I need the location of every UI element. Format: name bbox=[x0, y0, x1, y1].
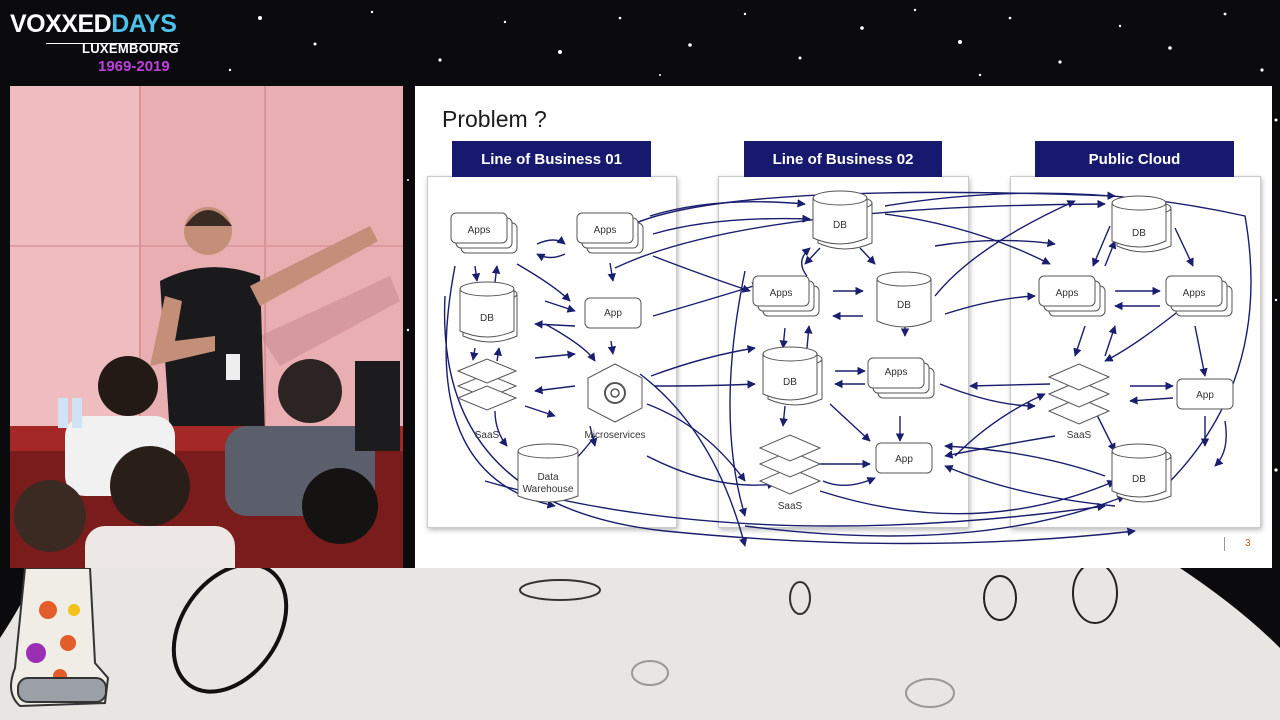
node-apps-cloud-b-label: Apps bbox=[1183, 288, 1206, 299]
node-db-lob02-a bbox=[812, 190, 873, 250]
node-apps-cloud-a bbox=[1038, 275, 1106, 317]
node-apps-lob02-b-label: Apps bbox=[885, 367, 908, 378]
presentation-slide: Problem ? Line of Business 01 Line of Bu… bbox=[415, 86, 1272, 568]
node-db-lob01-label: DB bbox=[480, 313, 494, 324]
connection-arrows bbox=[443, 191, 1252, 547]
node-saas-lob02-label: SaaS bbox=[778, 501, 803, 512]
node-microservices-label: Microservices bbox=[584, 430, 645, 441]
node-db-lob02-b bbox=[876, 271, 932, 328]
logo-divider bbox=[46, 43, 180, 44]
column-header-line-of-business-01: Line of Business 01 bbox=[452, 141, 651, 177]
logo-years: 1969-2019 bbox=[98, 58, 170, 75]
node-apps-lob01-a-label: Apps bbox=[468, 225, 491, 236]
node-saas-cloud-label: SaaS bbox=[1067, 430, 1092, 441]
node-apps-cloud-a-label: Apps bbox=[1056, 288, 1079, 299]
node-db-lob01 bbox=[459, 281, 518, 343]
speaker-scene-illustration bbox=[10, 86, 403, 568]
node-apps-lob01-b bbox=[576, 212, 644, 254]
column-header-line-of-business-02: Line of Business 02 bbox=[744, 141, 942, 177]
node-apps-lob02-b bbox=[867, 357, 935, 399]
slide-title: Problem ? bbox=[442, 106, 547, 132]
node-saas-lob01-label: SaaS bbox=[475, 430, 500, 441]
node-saas-lob01 bbox=[456, 358, 518, 411]
voxxed-days-logo: VOXXEDDAYS LUXEMBOURG 1969-2019 bbox=[10, 8, 190, 75]
node-db-lob02-c bbox=[762, 346, 823, 406]
moon-surface-decoration bbox=[0, 568, 1280, 720]
node-apps-cloud-b bbox=[1165, 275, 1233, 317]
node-data-warehouse bbox=[517, 443, 579, 503]
node-app-lob02-label: App bbox=[895, 454, 913, 465]
node-app-lob01-label: App bbox=[604, 308, 622, 319]
page-separator bbox=[1224, 537, 1225, 551]
logo-vox-text: VOX bbox=[10, 10, 62, 38]
architecture-diagram: Apps Apps DB App SaaS Micro bbox=[443, 190, 1252, 547]
node-apps-lob01-b-label: Apps bbox=[594, 225, 617, 236]
node-db-lob02-a-label: DB bbox=[833, 220, 847, 231]
logo-wordmark: VOXXEDDAYS bbox=[10, 10, 177, 39]
node-data-warehouse-label-2: Warehouse bbox=[523, 484, 574, 495]
node-app-lob01 bbox=[584, 297, 642, 329]
logo-xed-text: XED bbox=[61, 10, 112, 38]
node-db-cloud-a bbox=[1111, 195, 1172, 253]
node-apps-lob02-a bbox=[752, 275, 820, 317]
node-data-warehouse-label-1: Data bbox=[537, 472, 559, 483]
logo-city: LUXEMBOURG bbox=[82, 41, 179, 56]
node-db-lob02-c-label: DB bbox=[783, 377, 797, 388]
node-saas-lob02 bbox=[758, 434, 822, 495]
node-db-cloud-b-label: DB bbox=[1132, 474, 1146, 485]
node-apps-lob01-a bbox=[450, 212, 518, 254]
node-app-lob02 bbox=[875, 442, 933, 474]
slide-page-number: 3 bbox=[1245, 538, 1251, 549]
node-app-cloud-label: App bbox=[1196, 390, 1214, 401]
node-app-cloud bbox=[1176, 378, 1234, 410]
node-db-cloud-b bbox=[1111, 443, 1172, 503]
column-header-public-cloud: Public Cloud bbox=[1035, 141, 1234, 177]
node-apps-lob02-a-label: Apps bbox=[770, 288, 793, 299]
microservices-icon bbox=[587, 363, 643, 423]
speaker-video-feed bbox=[10, 86, 403, 568]
node-saas-cloud bbox=[1047, 363, 1111, 425]
node-db-lob02-b-label: DB bbox=[897, 300, 911, 311]
logo-days-text: DAYS bbox=[111, 10, 177, 38]
node-db-cloud-a-label: DB bbox=[1132, 228, 1146, 239]
